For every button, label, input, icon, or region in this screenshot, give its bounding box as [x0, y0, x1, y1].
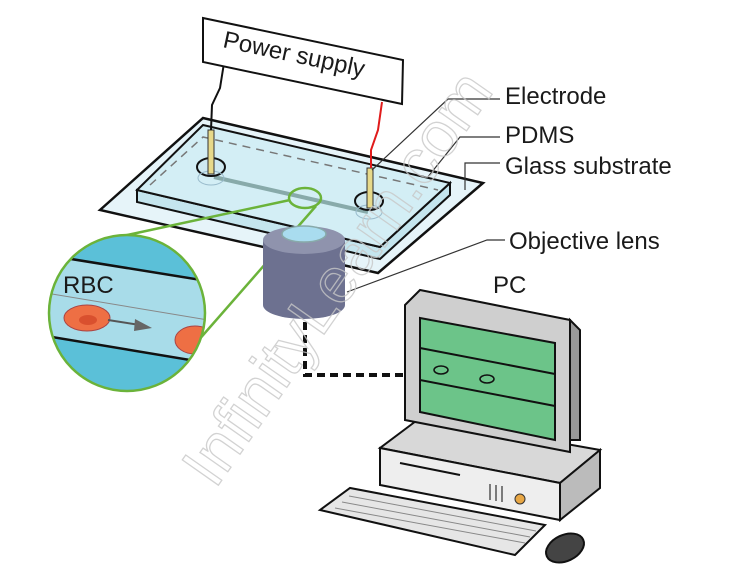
rbc-label: RBC: [63, 272, 114, 299]
screen-cell-1: [433, 365, 449, 375]
objective-lens-glass: [281, 225, 327, 243]
power-supply-box: [202, 16, 405, 106]
pdms-hidden-edge: [149, 136, 439, 191]
screen-channel-bottom: [419, 379, 556, 407]
keyboard: [317, 486, 548, 557]
electrode-left: [207, 129, 215, 175]
drive-slot: [399, 462, 461, 476]
zoom-circle: [47, 233, 207, 393]
electrode-label: Electrode: [505, 83, 606, 110]
arrow-head-icon: [134, 319, 152, 331]
objective-lens-label: Objective lens: [509, 228, 660, 255]
screen-cell-2: [479, 374, 495, 384]
vent-icon: [489, 484, 503, 502]
objective-lens: [263, 240, 345, 319]
pc-label: PC: [493, 272, 526, 299]
objective-leader: [346, 239, 505, 293]
zoom-view: [49, 235, 205, 391]
data-cable: [303, 322, 405, 377]
pc-case-side: [559, 447, 601, 523]
pdms-leader: [426, 136, 500, 179]
red-wire: [370, 101, 383, 168]
black-wire: [210, 62, 225, 131]
power-button: [514, 493, 526, 505]
keyboard-keys: [334, 495, 537, 544]
mouse: [545, 532, 585, 564]
pdms-label: PDMS: [505, 122, 574, 149]
monitor-side: [569, 317, 581, 441]
screen-channel-top: [419, 347, 556, 375]
zoom-region-marker: [287, 186, 323, 210]
glass-substrate-label: Glass substrate: [505, 153, 672, 180]
zoom-line-top: [117, 198, 291, 239]
electrode-leader: [371, 98, 500, 171]
glass-leader: [464, 162, 500, 190]
